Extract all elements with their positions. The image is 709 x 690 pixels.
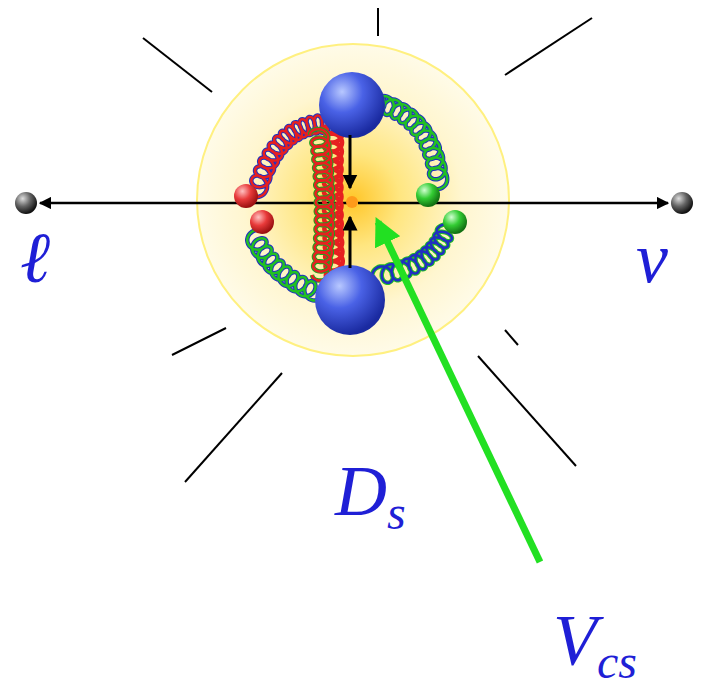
quark-ball — [315, 265, 385, 335]
neutrino-label: ν — [636, 222, 668, 294]
neutrino-arrow — [358, 202, 668, 205]
subscript: s — [387, 486, 406, 539]
vertex-dot — [346, 196, 358, 208]
burst-ticks — [143, 8, 592, 482]
ckm-label: Vcs — [553, 604, 637, 676]
gluon-ball — [250, 210, 274, 234]
main-glyph: V — [553, 600, 597, 680]
vertex-pointer — [378, 222, 540, 562]
lepton-arrow — [40, 202, 352, 205]
main-glyph: ν — [636, 218, 668, 298]
gluon-spring — [310, 129, 333, 280]
lepton-ball — [15, 192, 37, 214]
lepton-label: ℓ — [20, 222, 50, 294]
gluon-spring — [247, 230, 324, 301]
annihilation-arrow — [349, 217, 352, 268]
main-glyph: ℓ — [20, 218, 50, 298]
gluon-ball — [443, 210, 467, 234]
gluon-spring — [310, 129, 333, 280]
subscript: cs — [597, 635, 637, 688]
meson-label: Ds — [335, 455, 406, 527]
gluon-spring — [247, 230, 324, 301]
quark-ball — [319, 72, 385, 138]
main-glyph: D — [335, 451, 387, 531]
neutrino-ball — [671, 192, 693, 214]
gluon-ball — [416, 183, 440, 207]
gluon-ball — [234, 184, 258, 208]
meson-glow — [197, 44, 509, 356]
annihilation-arrow — [349, 135, 352, 188]
